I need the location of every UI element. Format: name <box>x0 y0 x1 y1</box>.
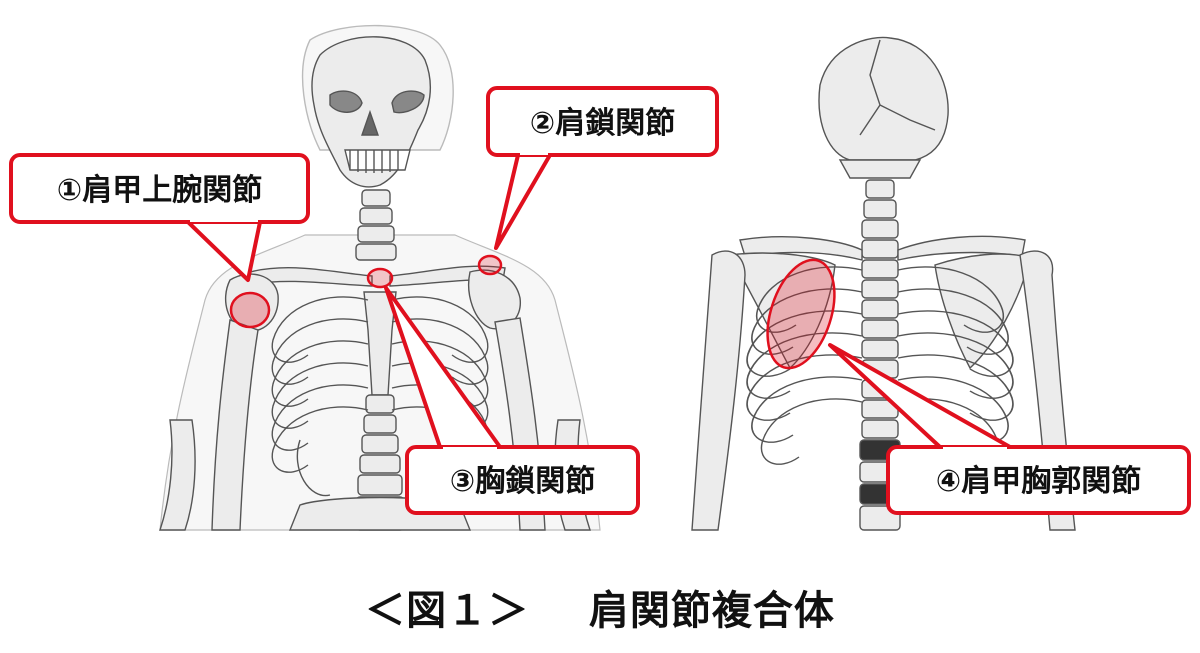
callout-sc: ③胸鎖関節 <box>384 286 640 515</box>
figure-title: 肩関節複合体 <box>588 588 835 634</box>
callout-label: ③胸鎖関節 <box>450 464 595 499</box>
callout-label: ①肩甲上腕関節 <box>57 173 262 208</box>
callout-ac: ②肩鎖関節 <box>486 86 719 250</box>
callout-label: ②肩鎖関節 <box>530 106 675 141</box>
callout-st: ④肩甲胸郭関節 <box>828 343 1191 515</box>
acromioclavicular-highlight <box>477 254 503 276</box>
shoulder-complex-diagram: ①肩甲上腕関節 ②肩鎖関節 ③胸鎖関節 ④肩甲胸郭関節 <box>9 24 1191 531</box>
back-skeleton <box>691 36 1076 531</box>
figure-number: ＜図１＞ <box>365 588 530 634</box>
figure-caption: ＜図１＞ 肩関節複合体 <box>0 578 1200 636</box>
callout-gh: ①肩甲上腕関節 <box>9 153 310 282</box>
sternoclavicular-highlight <box>366 267 394 289</box>
scapulothoracic-highlight <box>766 258 836 370</box>
joint-highlights <box>229 254 836 370</box>
callout-label: ④肩甲胸郭関節 <box>936 464 1141 499</box>
glenohumeral-highlight <box>229 291 271 329</box>
